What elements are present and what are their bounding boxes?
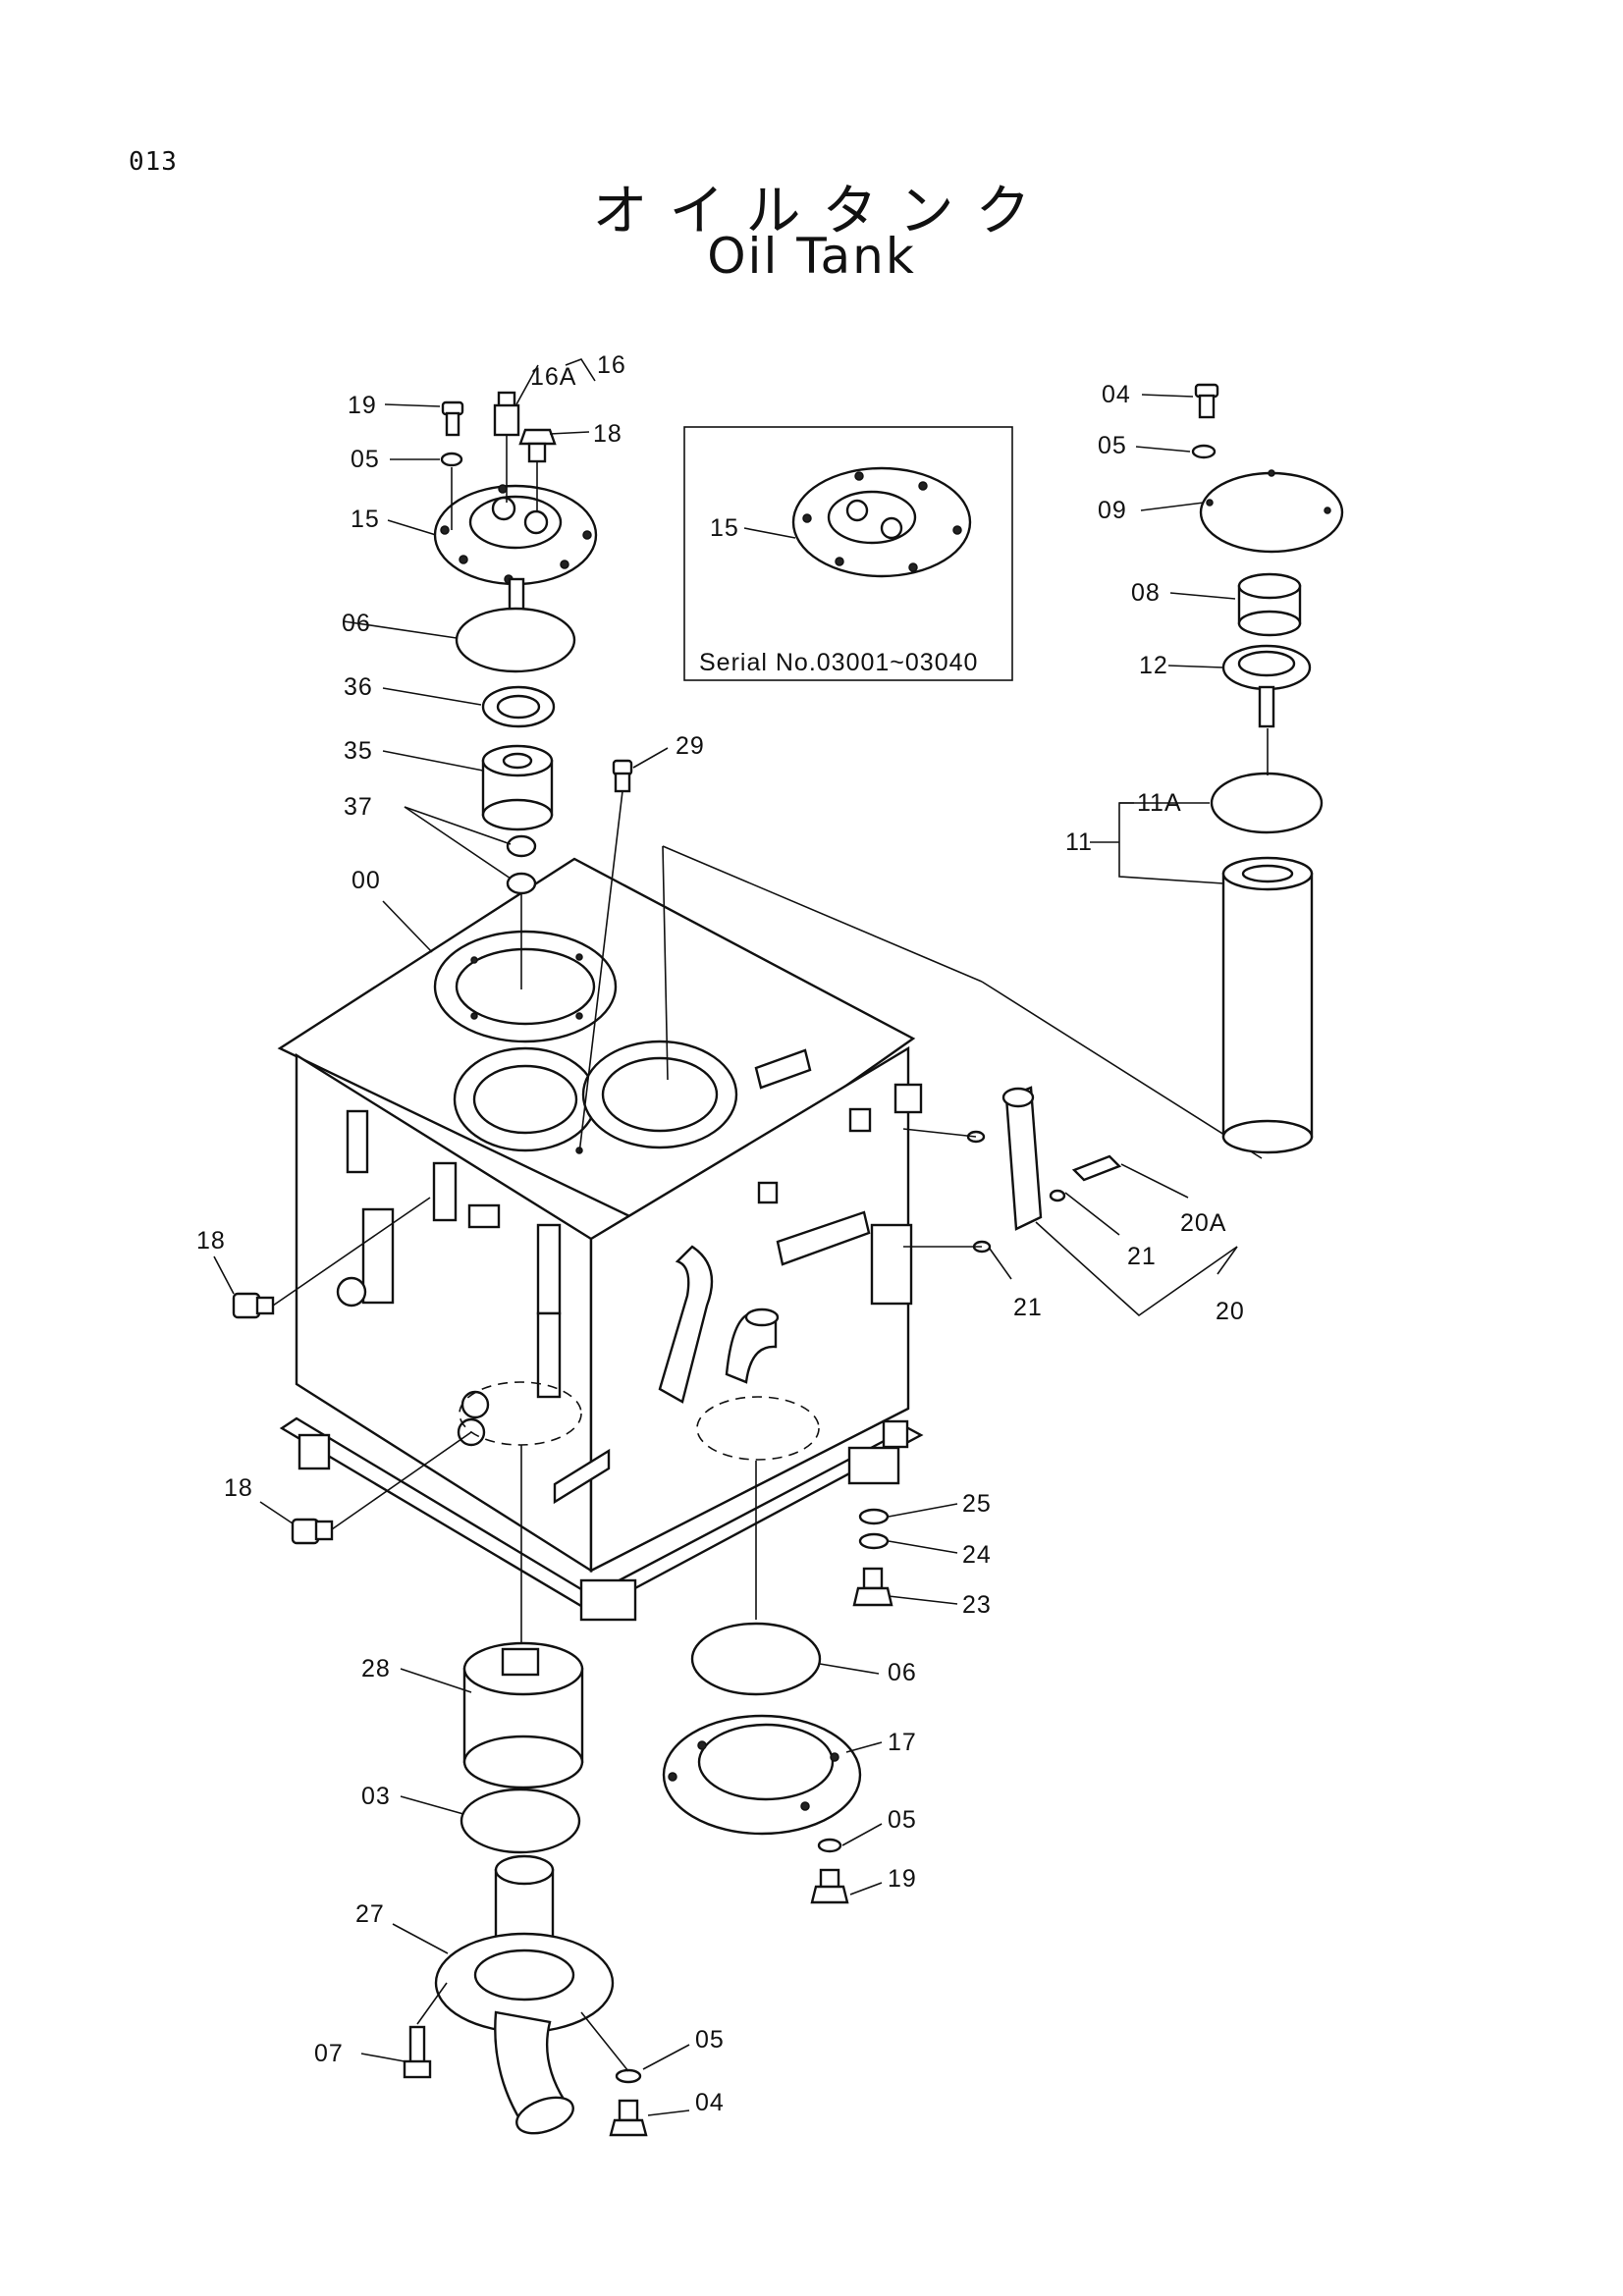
cleanout-cover [662, 1461, 862, 1904]
strainer-stack [455, 607, 576, 989]
callout-27: 27 [355, 1900, 385, 1928]
callout-05-right: 05 [1098, 432, 1127, 459]
leader-lines [213, 358, 1238, 2116]
cover-assembly [433, 391, 598, 638]
callout-05-top: 05 [351, 446, 380, 473]
page-title-japanese: オイルタンク [592, 180, 1053, 243]
drain-fittings [852, 1508, 893, 1607]
page-title-english: Oil Tank [707, 228, 916, 285]
callout-08: 08 [1131, 579, 1161, 607]
callout-05-low: 05 [888, 1806, 917, 1834]
callout-00: 00 [352, 867, 381, 894]
callout-15: 15 [351, 506, 380, 533]
internal-return-pipes [336, 1245, 820, 1461]
callout-20A: 20A [1180, 1209, 1226, 1237]
filter-assembly [1191, 383, 1344, 1154]
callout-09: 09 [1098, 497, 1127, 524]
callout-16A: 16A [530, 363, 576, 391]
tank-brackets [346, 1048, 923, 1505]
callout-06-low: 06 [888, 1659, 917, 1686]
callout-28: 28 [361, 1655, 391, 1682]
callout-04-right: 04 [1102, 381, 1131, 408]
callout-23: 23 [962, 1591, 992, 1619]
page-number: 013 [129, 147, 178, 177]
callout-29: 29 [676, 732, 705, 760]
suction-assembly [403, 1445, 648, 2137]
callout-11: 11 [1065, 828, 1093, 856]
callout-12: 12 [1139, 652, 1168, 679]
callout-19-low: 19 [888, 1865, 917, 1893]
callout-21-b: 21 [1013, 1294, 1043, 1321]
callout-35: 35 [344, 737, 373, 765]
inset-serial-caption: Serial No.03001~03040 [699, 649, 978, 676]
callout-06-top: 06 [342, 610, 371, 637]
callout-18-low: 18 [224, 1474, 253, 1502]
callout-05-bottom: 05 [695, 2026, 725, 2054]
callout-17: 17 [888, 1729, 917, 1756]
callout-labels: 19 16A 16 18 05 15 15 06 36 35 37 29 00 … [196, 351, 1245, 2116]
drain-plugs [232, 1197, 472, 1545]
callout-37: 37 [344, 793, 373, 821]
serial-inset: Serial No.03001~03040 [683, 426, 1013, 681]
support-bracket [902, 1086, 1122, 1254]
callout-16: 16 [597, 351, 626, 379]
tank-top-openings [433, 930, 738, 1154]
callout-19: 19 [348, 392, 377, 419]
callout-36: 36 [344, 673, 373, 701]
callout-25: 25 [962, 1490, 992, 1518]
breather-plug [578, 759, 633, 1154]
callout-03: 03 [361, 1783, 391, 1810]
callout-24: 24 [962, 1541, 992, 1569]
callout-11A: 11A [1137, 789, 1182, 817]
callout-18-mid: 18 [196, 1227, 226, 1255]
callout-21-a: 21 [1127, 1243, 1157, 1270]
callout-18-top: 18 [593, 420, 622, 448]
callout-20: 20 [1216, 1298, 1245, 1325]
callout-15-inset: 15 [710, 514, 739, 542]
callout-07: 07 [314, 2040, 344, 2067]
callout-04-bottom: 04 [695, 2089, 725, 2116]
